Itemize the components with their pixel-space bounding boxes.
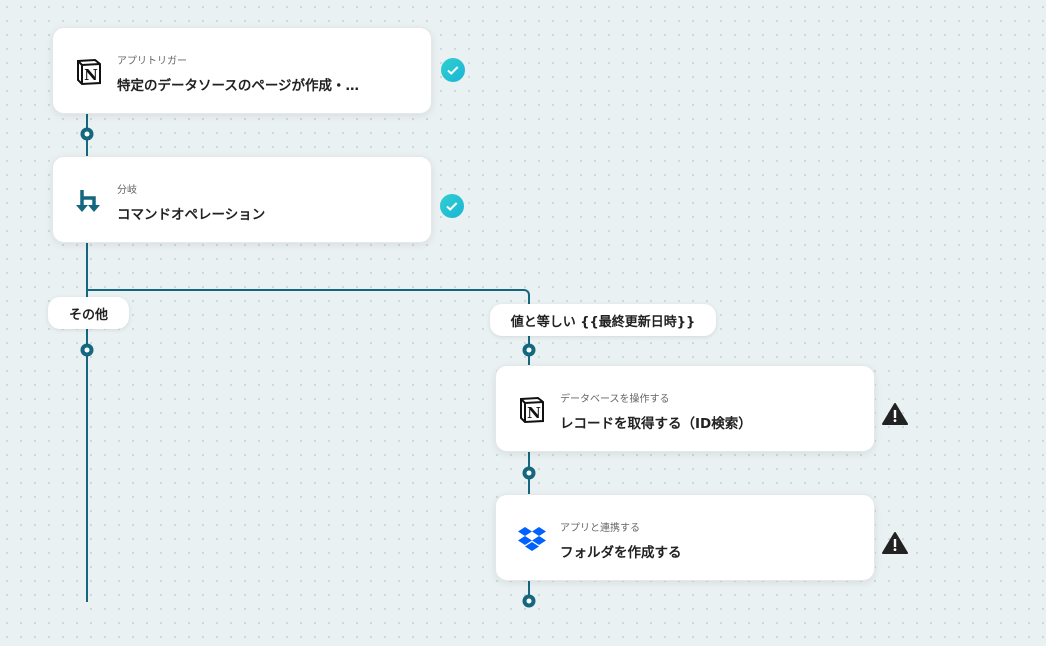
notion-icon: N — [520, 396, 544, 424]
connector-line — [86, 114, 88, 602]
add-step-node[interactable] — [80, 343, 94, 357]
warning-icon[interactable] — [882, 531, 908, 555]
step-title: 特定のデータソースのページが作成・… — [117, 78, 360, 94]
add-step-node[interactable] — [80, 127, 94, 141]
branch-connector — [86, 289, 524, 291]
branch-corner — [520, 289, 530, 301]
step-card-trigger[interactable]: N アプリトリガー 特定のデータソースのページが作成・… — [52, 27, 432, 114]
branch-label-condition[interactable]: 値と等しい {{最終更新日時}} — [490, 304, 716, 336]
step-subtitle: 分岐 — [117, 185, 137, 196]
svg-text:N: N — [527, 404, 541, 422]
step-subtitle: データベースを操作する — [560, 394, 670, 405]
warning-icon[interactable] — [882, 402, 908, 426]
step-title: コマンドオペレーション — [117, 207, 266, 223]
step-subtitle: アプリと連携する — [560, 523, 640, 534]
branch-label-else[interactable]: その他 — [48, 297, 129, 329]
step-card-get-record[interactable]: N データベースを操作する レコードを取得する（ID検索） — [495, 365, 875, 452]
check-icon — [440, 194, 464, 218]
svg-text:N: N — [84, 66, 98, 84]
branch-icon — [76, 190, 100, 212]
step-card-create-folder[interactable]: アプリと連携する フォルダを作成する — [495, 494, 875, 581]
add-step-node[interactable] — [522, 343, 536, 357]
check-icon — [441, 58, 465, 82]
add-step-node[interactable] — [522, 466, 536, 480]
step-subtitle: アプリトリガー — [117, 56, 187, 67]
step-card-branch[interactable]: 分岐 コマンドオペレーション — [52, 156, 432, 243]
add-step-node[interactable] — [522, 594, 536, 608]
dropbox-icon — [518, 527, 546, 551]
step-title: フォルダを作成する — [560, 545, 682, 561]
step-title: レコードを取得する（ID検索） — [560, 416, 752, 432]
notion-icon: N — [77, 58, 101, 86]
